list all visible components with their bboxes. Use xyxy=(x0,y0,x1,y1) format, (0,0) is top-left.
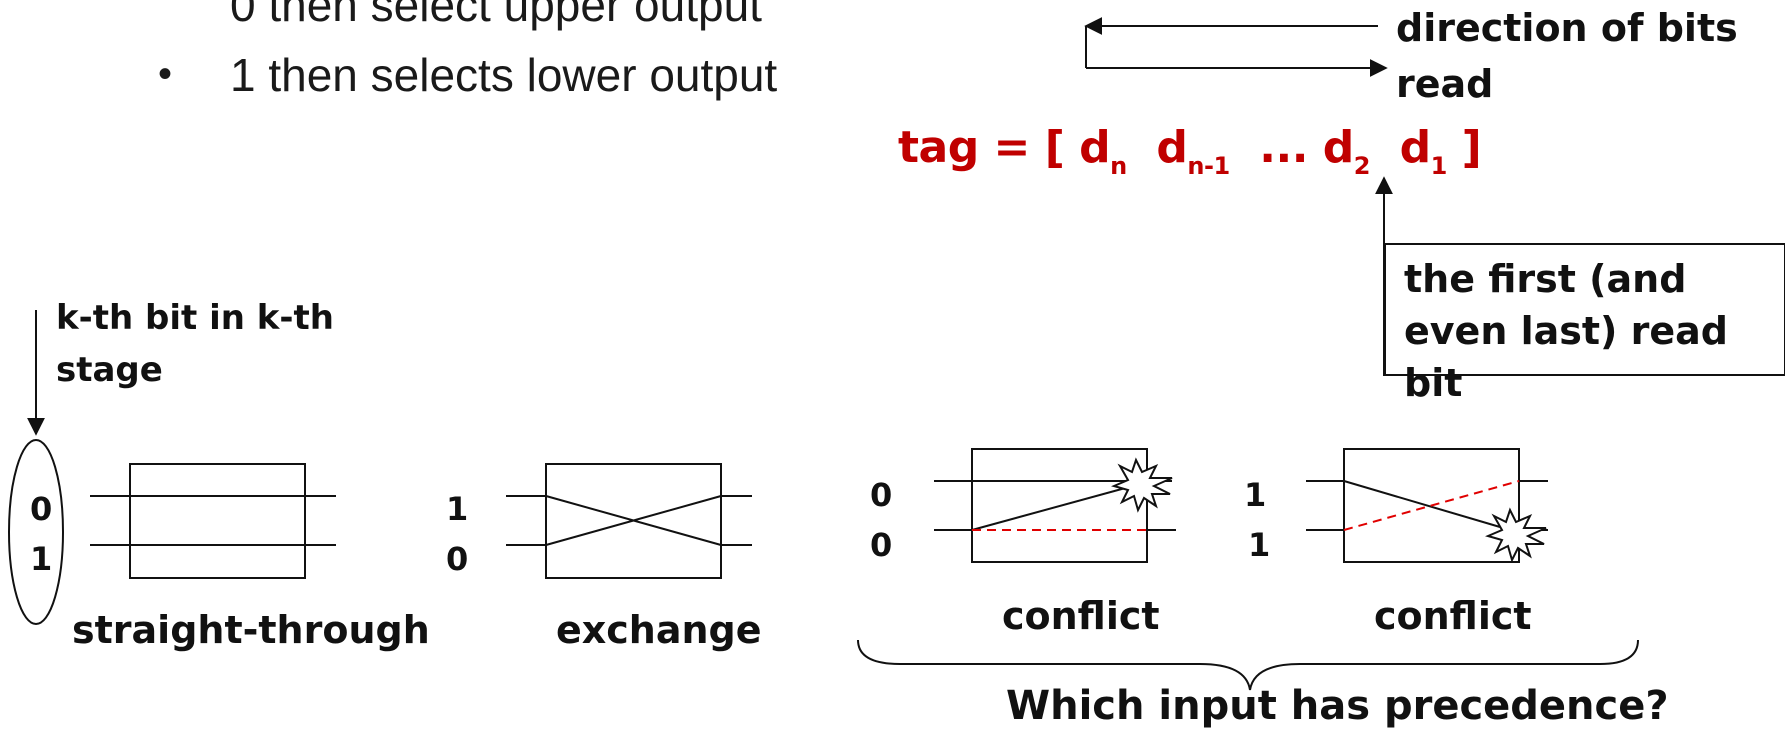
switch2-box xyxy=(545,463,722,579)
kth-bit-label-line1: k-th bit in k-th xyxy=(56,298,334,338)
switch-conflict-upper xyxy=(934,448,1176,563)
direction-arrows xyxy=(1084,17,1388,77)
brace-label: Which input has precedence? xyxy=(1006,683,1669,729)
tag-ellipsis: ... d xyxy=(1259,122,1354,173)
collision-burst-icon xyxy=(1485,507,1547,563)
switch4-box xyxy=(1343,448,1520,563)
switch-straight-through xyxy=(90,463,336,579)
bit-ellipse xyxy=(8,439,64,625)
switch1-box xyxy=(129,463,306,579)
tag-prefix: tag = [ d xyxy=(898,122,1111,173)
tag-sub-2: 2 xyxy=(1353,152,1371,180)
switch3-bit-upper: 0 xyxy=(870,476,893,514)
direction-label-line1: direction of bits xyxy=(1396,6,1738,50)
switch2-bit-lower: 0 xyxy=(446,540,469,578)
switch4-bit-upper: 1 xyxy=(1244,476,1267,514)
bullet-text-upper: 0 then select upper output xyxy=(230,0,762,31)
tag-formula: tag = [ dn dn-1 ... d2 d1 ] xyxy=(898,122,1482,180)
bullet-text-lower: 1 then selects lower output xyxy=(230,49,778,101)
switch1-bit-upper: 0 xyxy=(30,490,53,528)
first-bit-note-text: the first (and even last) read bit xyxy=(1404,257,1729,405)
bullet-dot-icon: • xyxy=(158,52,173,96)
tag-d-1: d xyxy=(1399,122,1432,173)
tag-d-nm1: d xyxy=(1156,122,1188,173)
switch4-dashed xyxy=(1343,480,1520,531)
tag-sub-nm1: n-1 xyxy=(1187,152,1230,180)
curly-brace-icon xyxy=(857,639,1639,691)
tag-sub-1: 1 xyxy=(1430,152,1448,180)
switch4-diagonal xyxy=(1343,480,1501,528)
kth-bit-label-line2: stage xyxy=(56,350,163,390)
switch3-label: conflict xyxy=(1002,594,1160,638)
tag-close: ] xyxy=(1461,122,1482,173)
switch-exchange xyxy=(506,463,752,579)
switch4-label: conflict xyxy=(1374,594,1532,638)
switch2-bit-upper: 1 xyxy=(446,490,469,528)
switch2-label: exchange xyxy=(556,608,762,652)
switch-conflict-lower xyxy=(1306,448,1548,563)
switch3-bit-lower: 0 xyxy=(870,526,893,564)
direction-label-line2: read xyxy=(1396,62,1494,106)
switch1-bit-lower: 1 xyxy=(30,540,53,578)
switch1-label: straight-through xyxy=(72,608,430,652)
switch4-bit-lower: 1 xyxy=(1248,526,1271,564)
switch2-cross-b xyxy=(545,495,722,546)
collision-burst-icon xyxy=(1111,457,1173,513)
switch3-box xyxy=(971,448,1148,563)
switch3-diagonal xyxy=(971,483,1141,531)
tag-sub-n: n xyxy=(1110,152,1127,180)
